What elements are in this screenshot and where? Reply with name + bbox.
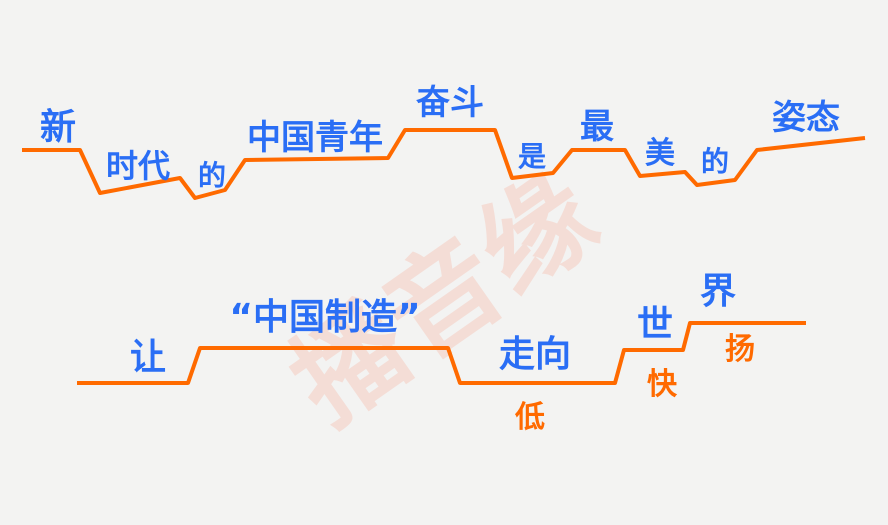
tone-mark-rise: 扬 <box>725 332 755 367</box>
tone-mark-fast: 快 <box>647 367 677 402</box>
word-de-1: 的 <box>197 159 227 192</box>
word-zui: 最 <box>580 107 614 147</box>
word-zouxiang: 走向 <box>498 334 572 375</box>
word-xin: 新 <box>39 107 77 148</box>
word-jie: 界 <box>699 271 737 312</box>
tone-mark-low: 低 <box>515 400 545 435</box>
word-de-2: 的 <box>700 145 730 178</box>
word-mei: 美 <box>645 136 675 171</box>
word-shi-world: 世 <box>636 304 674 345</box>
word-zhongguo-zhizao: “中国制造” <box>229 297 421 338</box>
word-shi: 是 <box>517 140 547 173</box>
word-fendou: 奋斗 <box>416 83 484 123</box>
pitch-line-2 <box>77 321 806 385</box>
word-shidai: 时代 <box>105 147 171 185</box>
pitch-line-1 <box>22 128 866 200</box>
word-zitai: 姿态 <box>772 98 840 138</box>
word-zhongguo-qingnian: 中国青年 <box>247 118 383 158</box>
word-rang: 让 <box>129 337 167 378</box>
